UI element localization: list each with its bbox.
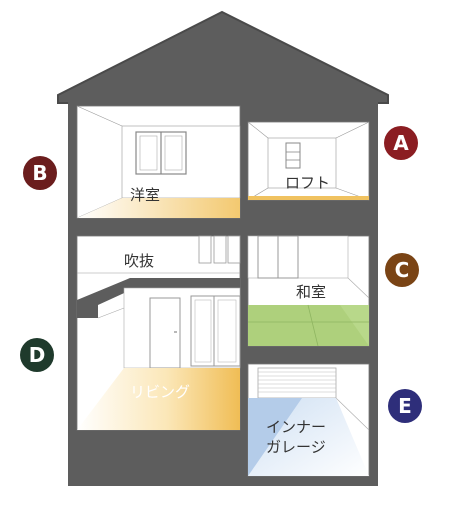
window	[198, 235, 241, 264]
marker-c-letter: C	[395, 258, 410, 282]
window	[285, 142, 301, 169]
marker-c: C	[385, 253, 419, 287]
room-living: 吹抜 リビング	[76, 235, 241, 431]
label-western: 洋室	[130, 186, 160, 204]
room-garage: インナー ガレージ	[247, 363, 370, 477]
label-atrium: 吹抜	[124, 252, 154, 270]
room-western: 洋室	[76, 105, 241, 219]
marker-d-circle	[20, 338, 54, 372]
marker-c-circle	[385, 253, 419, 287]
window	[190, 295, 241, 367]
label-garage-line2: ガレージ	[266, 438, 326, 456]
marker-a: A	[384, 126, 418, 160]
room-loft: ロフト	[247, 121, 370, 201]
marker-e: E	[388, 389, 422, 423]
label-loft: ロフト	[285, 174, 330, 192]
roof	[57, 10, 389, 104]
room-japanese: 和室	[247, 235, 370, 347]
garage-shutter	[257, 367, 337, 399]
door	[149, 297, 181, 369]
marker-a-letter: A	[393, 131, 409, 155]
marker-b-circle	[23, 156, 57, 190]
marker-d: D	[20, 338, 54, 372]
marker-e-circle	[388, 389, 422, 423]
marker-a-circle	[384, 126, 418, 160]
marker-e-letter: E	[398, 394, 412, 418]
marker-b: B	[23, 156, 57, 190]
marker-b-letter: B	[32, 161, 47, 185]
label-garage-line1: インナー	[266, 418, 326, 436]
label-living: リビング	[130, 383, 190, 401]
label-japanese: 和室	[296, 283, 326, 301]
window	[135, 131, 187, 175]
marker-d-letter: D	[29, 343, 46, 367]
window	[257, 235, 299, 279]
